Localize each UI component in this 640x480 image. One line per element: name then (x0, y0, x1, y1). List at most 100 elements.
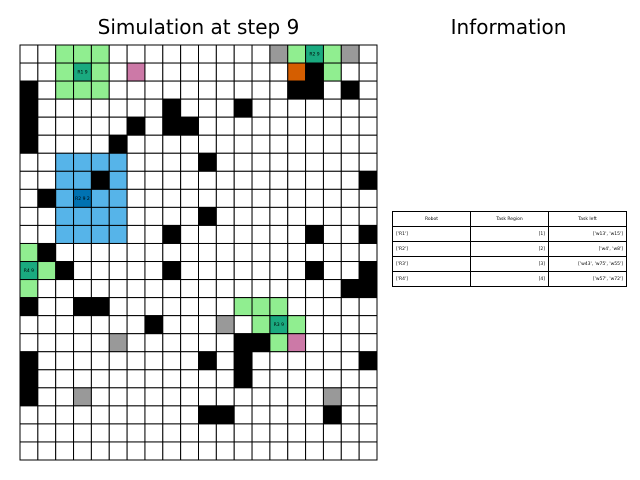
grid-cell-blue (55, 152, 75, 172)
grid-cell-empty (251, 80, 271, 100)
grid-cell-blue (90, 152, 110, 172)
grid-cell-empty (251, 152, 271, 172)
grid-cell-empty (37, 98, 57, 118)
grid-cell-empty (251, 98, 271, 118)
grid-cell-empty (269, 80, 289, 100)
grid-cell-empty (358, 333, 378, 353)
grid-cell-empty (19, 62, 39, 82)
grid-cell-empty (340, 315, 360, 335)
grid-cell-empty (90, 405, 110, 425)
grid-cell-grey (215, 315, 235, 335)
grid-cell-grey (73, 387, 92, 407)
grid-cell-empty (251, 387, 271, 407)
grid-cell-blue (108, 206, 128, 226)
grid-cell-empty (55, 369, 75, 389)
grid-cell-empty (126, 206, 146, 226)
grid-cell-empty (358, 98, 378, 118)
grid-cell-empty (37, 170, 57, 190)
grid-cell-empty (144, 351, 164, 371)
grid-cell-empty (215, 441, 235, 461)
grid-cell-empty (269, 62, 289, 82)
grid-cell-empty (126, 315, 146, 335)
grid-cell-empty (233, 62, 253, 82)
grid-cell-empty (162, 333, 182, 353)
grid-cells (19, 44, 378, 461)
grid-cell-empty (358, 242, 378, 263)
grid-cell-empty (126, 441, 146, 461)
grid-cell-empty (358, 315, 378, 335)
grid-cell-empty (358, 62, 378, 82)
grid-cell-pink (287, 333, 307, 353)
grid-cell-empty (251, 423, 271, 443)
grid-cell-empty (287, 152, 307, 172)
grid-cell-light_green (269, 333, 289, 353)
grid-cell-empty (90, 98, 110, 118)
grid-cell-empty (55, 423, 75, 443)
grid-cell-empty (233, 80, 253, 100)
grid-cell-empty (108, 98, 128, 118)
grid-cell-empty (322, 297, 342, 317)
grid-cell-empty (340, 206, 360, 226)
grid-cell-empty (180, 152, 199, 172)
grid-cell-empty (73, 441, 92, 461)
grid-cell-obstacle (198, 152, 217, 172)
grid-cell-empty (37, 369, 57, 389)
grid-cell-empty (269, 405, 289, 425)
grid-cell-empty (358, 369, 378, 389)
grid-cell-empty (358, 405, 378, 425)
grid-cell-blue (90, 188, 110, 208)
grid-cell-light_green (322, 62, 342, 82)
grid-cell-empty (19, 224, 39, 244)
grid-cell-empty (287, 206, 307, 226)
grid-cell-empty (180, 333, 199, 353)
grid-cell-empty (162, 80, 182, 100)
grid-cell-empty (126, 387, 146, 407)
grid-cell-empty (322, 333, 342, 353)
grid-cell-empty (215, 242, 235, 263)
grid-cell-empty (198, 242, 217, 263)
grid-cell-blue (73, 152, 92, 172)
grid-cell-blue (55, 206, 75, 226)
grid-cell-obstacle (251, 333, 271, 353)
grid-cell-empty (37, 116, 57, 136)
grid-cell-empty (162, 44, 182, 64)
grid-cell-empty (55, 441, 75, 461)
grid-cell-empty (251, 279, 271, 299)
grid-cell-empty (144, 405, 164, 425)
grid-cell-empty (19, 423, 39, 443)
grid-cell-empty (198, 44, 217, 64)
grid-cell-obstacle (358, 224, 378, 244)
grid-cell-obstacle (358, 279, 378, 299)
grid-cell-empty (37, 152, 57, 172)
grid-cell-empty (322, 423, 342, 443)
grid-cell-empty (305, 206, 324, 226)
grid-cell-obstacle (19, 98, 39, 118)
grid-cell-empty (55, 297, 75, 317)
grid-cell-empty (233, 170, 253, 190)
grid-cell-empty (37, 423, 57, 443)
grid-cell-light_green (269, 297, 289, 317)
grid-cell-empty (108, 351, 128, 371)
grid-cell-light_green (55, 62, 75, 82)
grid-cell-blue (73, 224, 92, 244)
grid-cell-empty (287, 297, 307, 317)
grid-cell-obstacle (90, 297, 110, 317)
grid-cell-empty (269, 242, 289, 263)
grid-cell-empty (287, 134, 307, 154)
grid-cell-empty (322, 224, 342, 244)
grid-cell-empty (126, 134, 146, 154)
grid-cell-light_green (90, 62, 110, 82)
grid-cell-empty (215, 152, 235, 172)
grid-cell-blue (108, 224, 128, 244)
grid-cell-empty (162, 423, 182, 443)
grid-cell-empty (233, 405, 253, 425)
grid-cell-empty (144, 387, 164, 407)
grid-cell-empty (108, 387, 128, 407)
table-header-cell: Task left (548, 211, 627, 227)
grid-cell-empty (305, 134, 324, 154)
grid-cell-light_green (322, 44, 342, 64)
grid-cell-obstacle (322, 405, 342, 425)
grid-cell-empty (55, 333, 75, 353)
